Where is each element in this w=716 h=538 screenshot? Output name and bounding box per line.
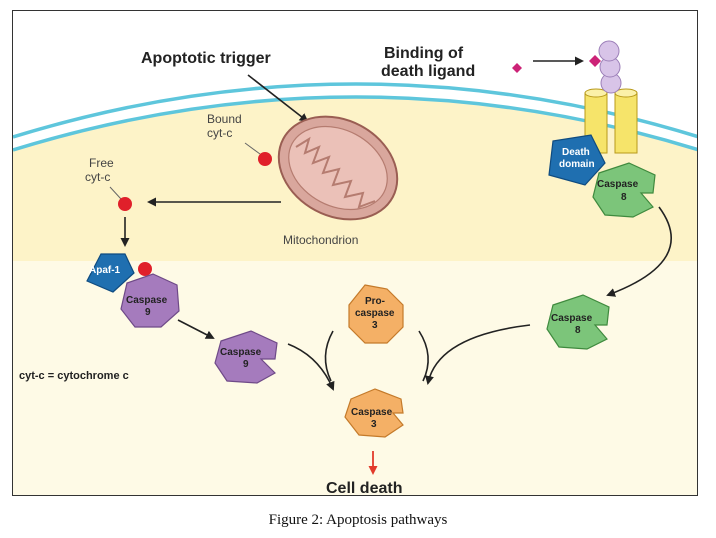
caspase9-complex-label-line2: 9	[145, 307, 151, 318]
bound-cytc-dot	[258, 152, 272, 166]
cytoplasm-fade	[13, 261, 697, 495]
caspase8-right-label-line2: 8	[575, 325, 581, 336]
caspase3-shape	[344, 388, 404, 438]
caspase8-top-label-line1: Caspase	[597, 179, 639, 190]
procaspase3-label-line3: 3	[372, 320, 378, 331]
caspase9-label-line1: Caspase	[220, 347, 262, 358]
caspase8-right-shape	[546, 294, 610, 350]
procaspase3-label-line2: caspase	[355, 308, 395, 319]
arrow-caspase8-to-caspase3	[425, 324, 531, 385]
arrow-caspase9-to-caspase3	[287, 343, 335, 391]
apaf1-label: Apaf-1	[89, 265, 121, 276]
apoptotic-trigger-label: Apoptotic trigger	[141, 50, 271, 67]
death-domain-shape	[548, 134, 606, 186]
death-receptor	[584, 88, 638, 154]
binding-label-line2: death ligand	[381, 63, 475, 80]
caspase9-complex-label-line1: Caspase	[126, 295, 168, 306]
bound-cytc-pointer	[244, 142, 261, 155]
cell-death-label: Cell death	[326, 480, 402, 496]
bound-cytc-label-line2: cyt-c	[207, 126, 232, 140]
arrow-complex-to-caspase9	[177, 319, 215, 339]
death-domain-label-line2: domain	[559, 159, 595, 170]
arrow-procaspase-left	[324, 330, 334, 382]
ligand-diamond-icon	[512, 63, 522, 73]
ligand-spheres	[598, 40, 622, 94]
apoptosis-diagram: Binding of death ligand Apoptotic trigge…	[13, 40, 697, 496]
ligand-diamond-bound	[589, 55, 601, 67]
mitochondrion-label: Mitochondrion	[283, 233, 358, 247]
caspase9-label-line2: 9	[243, 359, 249, 370]
free-cytc-dot	[118, 197, 132, 211]
arrow-trigger-to-mito	[247, 74, 309, 123]
free-cytc-label-line2: cyt-c	[85, 170, 110, 184]
caspase8-right-label-line1: Caspase	[551, 313, 593, 324]
caspase9-shape	[214, 330, 278, 384]
figure-caption: Figure 2: Apoptosis pathways	[268, 512, 448, 528]
arrow-procaspase-right	[418, 330, 429, 382]
apaf1-shape	[86, 253, 135, 293]
death-domain-label-line1: Death	[562, 147, 590, 158]
caspase3-label-line2: 3	[371, 419, 377, 430]
free-cytc-pointer	[109, 186, 122, 200]
mitochondrion	[277, 115, 399, 221]
arrow-caspase8-top-to-right	[606, 206, 672, 297]
cytc-definition-note: cyt-c = cytochrome c	[19, 370, 129, 382]
figure-frame: Binding of death ligand Apoptotic trigge…	[12, 10, 698, 496]
apaf1-cytc-dot	[138, 262, 152, 276]
caspase9-complex-shape	[120, 273, 180, 328]
bound-cytc-label-line1: Bound	[207, 112, 242, 126]
procaspase3-shape	[348, 284, 404, 344]
free-cytc-label-line1: Free	[89, 156, 114, 170]
caspase8-top-label-line2: 8	[621, 192, 627, 203]
caspase8-top-shape	[592, 162, 656, 218]
binding-label-line1: Binding of	[384, 45, 464, 62]
caspase3-label-line1: Caspase	[351, 407, 393, 418]
procaspase3-label-line1: Pro-	[365, 296, 385, 307]
